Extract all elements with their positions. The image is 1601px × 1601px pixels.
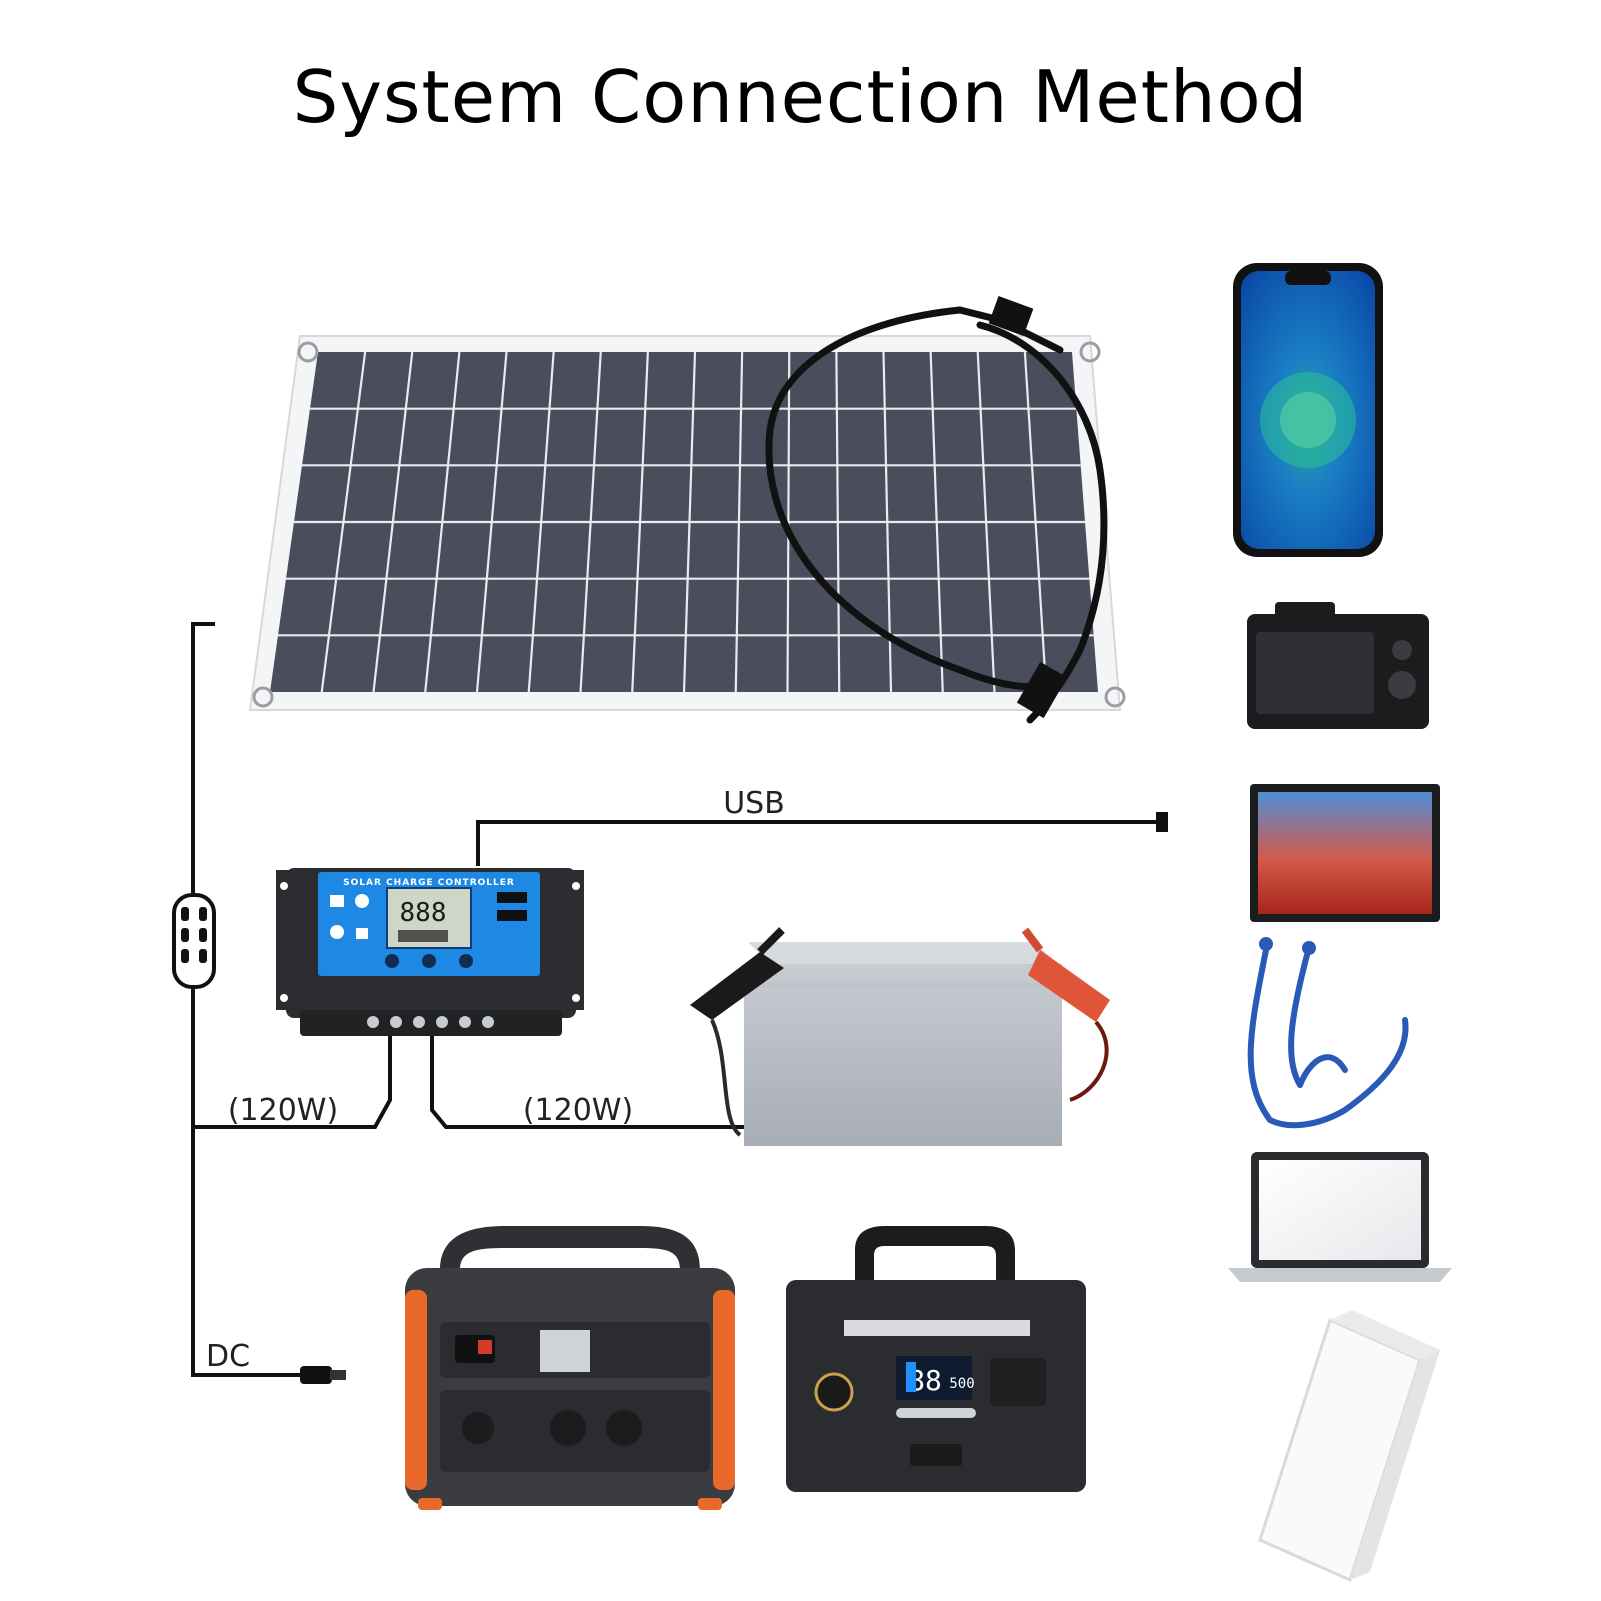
camera <box>1247 602 1429 729</box>
power-label-left: (120W) <box>228 1093 338 1128</box>
laptop <box>1228 1152 1452 1282</box>
portable-power-station-orange <box>405 1226 735 1510</box>
socket-icon <box>550 1410 586 1446</box>
station-display-sub: 500 <box>949 1376 974 1392</box>
panel-mount-hole <box>297 341 319 363</box>
power-bank <box>1258 1310 1440 1583</box>
controller-header: SOLAR CHARGE CONTROLLER <box>343 878 515 888</box>
usb-label: USB <box>723 786 785 821</box>
solar-panel <box>248 335 1126 711</box>
page-title: System Connection Method <box>292 55 1309 139</box>
socket-icon <box>606 1410 642 1446</box>
dc-label: DC <box>206 1339 250 1374</box>
power-label-right: (120W) <box>523 1093 633 1128</box>
panel-cable <box>765 296 1108 724</box>
fuse-holder <box>172 893 216 989</box>
usb-plug <box>1156 812 1168 832</box>
socket-icon <box>462 1412 494 1444</box>
sun-icon <box>355 894 369 908</box>
tablet <box>1250 784 1440 922</box>
controller-button <box>422 954 436 968</box>
controller-button <box>459 954 473 968</box>
controller-display-value: 888 <box>400 898 447 928</box>
pv-icon <box>330 895 344 907</box>
usb-port <box>497 892 527 903</box>
panel-mount-hole <box>252 686 274 708</box>
earbud-icon <box>1302 941 1316 955</box>
lock-icon <box>356 928 368 939</box>
timer-icon <box>330 925 344 939</box>
panel-mount-hole <box>1079 341 1101 363</box>
portable-power-station-black: 88 500 <box>786 1226 1086 1492</box>
black-clamp <box>690 927 785 1137</box>
dc-plug <box>300 1366 346 1384</box>
car-socket-icon <box>814 1372 854 1412</box>
controller-button <box>385 954 399 968</box>
earphones <box>1247 947 1409 1129</box>
battery <box>690 927 1110 1146</box>
usb-port <box>497 910 527 921</box>
red-clamp <box>1021 927 1110 1102</box>
charge-controller: SOLAR CHARGE CONTROLLER 888 <box>276 868 584 1036</box>
wiring <box>191 622 1160 1377</box>
earbud-icon <box>1259 937 1273 951</box>
panel-mount-hole <box>1104 686 1126 708</box>
smartphone <box>1233 263 1383 557</box>
